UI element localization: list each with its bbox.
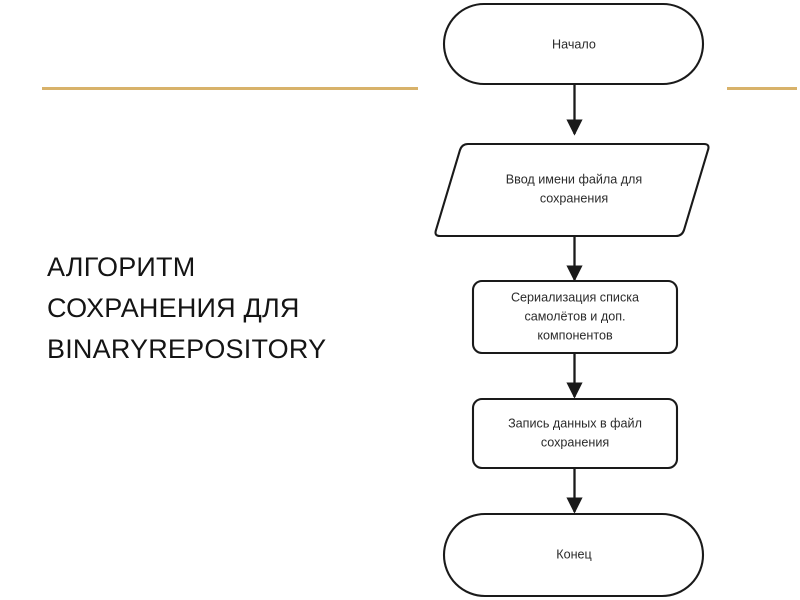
flow-node-serialize-line1: Сериализация списка <box>511 290 639 304</box>
flow-node-serialize[interactable]: Сериализация списка самолётов и доп. ком… <box>471 279 679 355</box>
accent-divider-right <box>727 87 797 90</box>
flow-node-write-file[interactable]: Запись данных в файл сохранения <box>471 397 679 470</box>
flow-node-write-file-line2: сохранения <box>541 435 609 449</box>
flow-node-end-shape <box>442 512 705 598</box>
flow-node-write-file-line1: Запись данных в файл <box>508 416 642 430</box>
flow-node-serialize-line2: самолётов и доп. <box>524 309 625 323</box>
flow-node-input-filename[interactable]: Ввод имени файла для сохранения <box>434 142 710 238</box>
flow-node-input-filename-shape <box>434 142 710 238</box>
flow-node-end[interactable]: Конец <box>442 512 705 598</box>
flow-node-start-label: Начало <box>552 37 596 51</box>
accent-divider-left <box>42 87 418 90</box>
flow-node-serialize-line3: компонентов <box>537 328 613 342</box>
flow-node-write-file-shape <box>471 397 679 470</box>
flow-node-input-filename-line1: Ввод имени файла для <box>506 172 642 186</box>
flow-node-start[interactable]: Начало <box>442 2 705 86</box>
flow-node-input-filename-line2: сохранения <box>540 191 608 205</box>
page-title: Алгоритм сохранения для BinaryRepository <box>47 252 327 364</box>
flow-node-end-label: Конец <box>556 547 592 561</box>
